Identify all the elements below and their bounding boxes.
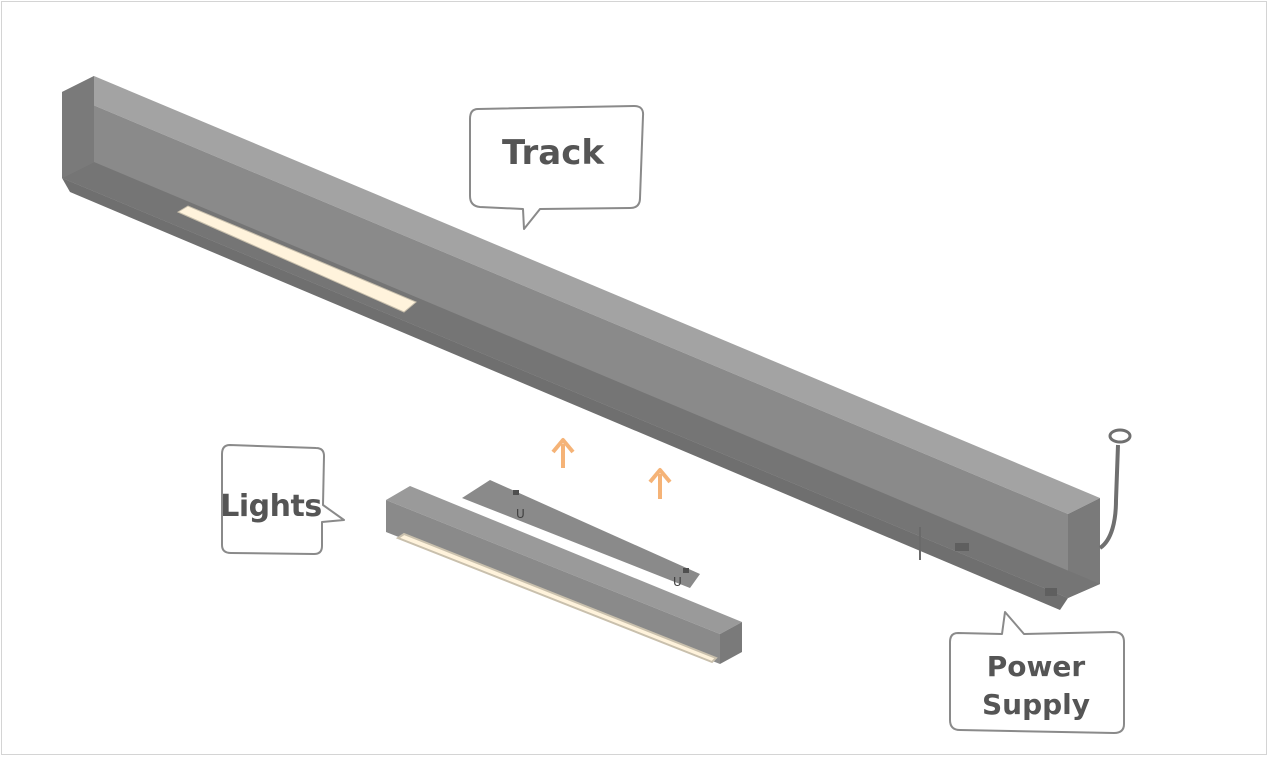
power-supply-label-line2: Supply xyxy=(981,688,1091,721)
track-underside xyxy=(62,178,1068,610)
track-rail xyxy=(62,76,1100,610)
arrow-up-icon-2 xyxy=(648,468,672,499)
mount-screw-1 xyxy=(513,490,519,495)
light-module: ᑌ ᑌ xyxy=(386,480,742,664)
power-supply-label: Power Supply xyxy=(952,648,1120,724)
light-led-strip xyxy=(395,532,718,664)
track-label: Track xyxy=(502,133,604,173)
power-callout-bubble xyxy=(949,611,1125,734)
track-right-end xyxy=(1068,498,1100,598)
track-led-strip xyxy=(176,205,417,313)
track-connector-1 xyxy=(955,543,969,551)
mount-screw-2 xyxy=(683,568,689,573)
track-top-face xyxy=(62,76,1100,514)
light-mounting-plate xyxy=(462,480,700,588)
light-end-cap xyxy=(720,622,742,664)
track-connector-2 xyxy=(1045,588,1057,596)
power-supply-label-line1: Power xyxy=(986,650,1086,683)
clip-glyph-1: ᑌ xyxy=(516,507,525,521)
clip-glyph-2: ᑌ xyxy=(673,575,682,589)
lights-callout-bubble xyxy=(221,444,345,555)
light-top-face xyxy=(386,486,742,634)
light-front-face xyxy=(386,500,720,664)
power-cable xyxy=(1098,428,1132,550)
track-callout-bubble xyxy=(469,105,645,230)
arrow-up-icon-1 xyxy=(551,438,575,468)
track-end-cap xyxy=(62,76,94,178)
lights-label: Lights xyxy=(220,489,322,524)
cable-connector-icon xyxy=(1108,428,1132,444)
